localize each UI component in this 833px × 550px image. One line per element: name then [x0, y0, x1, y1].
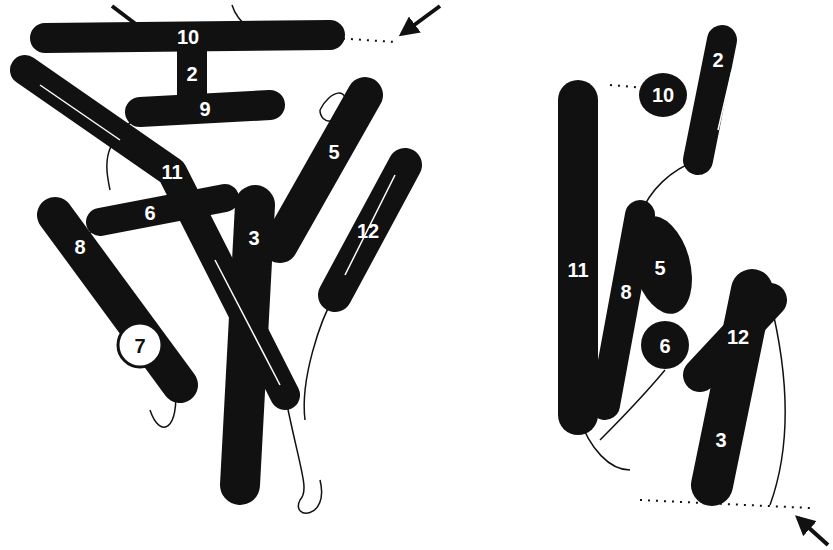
- helix-number: 6: [659, 336, 670, 356]
- helix-8: [55, 215, 180, 385]
- helix-5: [622, 209, 702, 320]
- helix-number: 3: [248, 228, 259, 248]
- helix-6: [641, 321, 689, 369]
- dotted-loop: [335, 38, 395, 42]
- pointer-arrow: [112, 6, 162, 44]
- loop: [770, 300, 785, 505]
- helix-number: 2: [712, 50, 723, 70]
- helix-number: 5: [654, 258, 665, 278]
- helix-number: 10: [652, 85, 674, 105]
- helix-10-end: [639, 73, 687, 117]
- helix-number: 5: [328, 142, 339, 162]
- loop: [304, 295, 335, 420]
- helix-number: 12: [727, 327, 749, 347]
- pointer-arrow: [798, 518, 828, 545]
- helix-2: [177, 50, 207, 95]
- helix-number: 8: [74, 237, 85, 257]
- highlight: [215, 260, 280, 385]
- highlight: [718, 70, 732, 130]
- helix-12: [700, 300, 770, 375]
- highlight: [345, 175, 395, 275]
- pointer-arrow: [402, 6, 440, 34]
- helix-5: [280, 95, 365, 245]
- helix-12: [335, 165, 405, 295]
- helix-number: 7: [134, 336, 145, 356]
- loop: [285, 395, 322, 513]
- helix-11: [558, 100, 598, 415]
- helix-7-loop: [118, 323, 162, 367]
- helix-number: 2: [186, 64, 197, 84]
- helix-number: 3: [715, 430, 726, 450]
- highlight: [40, 85, 120, 140]
- helix-number: 11: [161, 162, 182, 182]
- helix-number: 10: [177, 27, 199, 47]
- helix-number: 9: [199, 99, 210, 119]
- helix-number: 12: [357, 221, 379, 241]
- dotted-loop: [640, 500, 810, 508]
- helix-6: [100, 198, 225, 222]
- helix-number: 8: [620, 282, 631, 302]
- helix-number: 6: [144, 203, 155, 223]
- dotted-loop: [610, 85, 645, 88]
- helix-number: 11: [567, 260, 588, 280]
